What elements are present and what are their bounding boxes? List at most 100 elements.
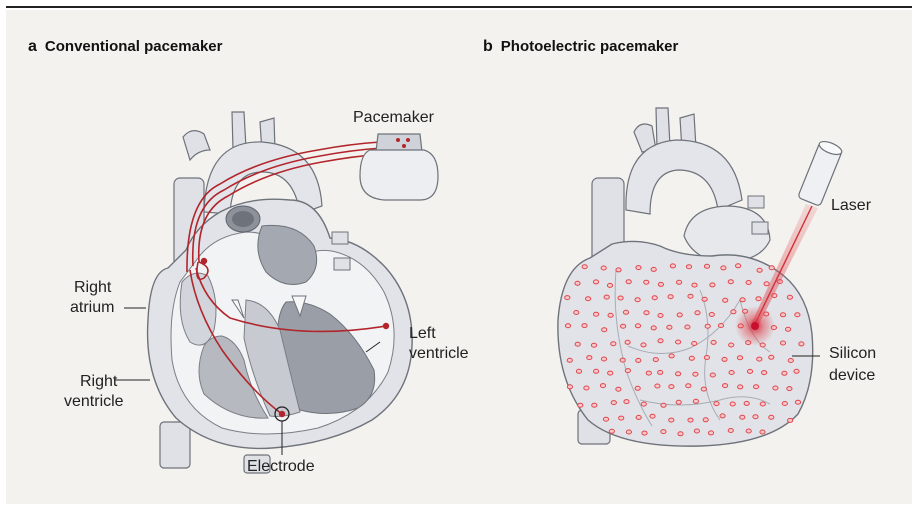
right-atrium-label-line1: Right xyxy=(74,279,112,296)
silicon-device-dot xyxy=(576,369,581,373)
silicon-device-dot xyxy=(636,266,641,270)
silicon-device-dot xyxy=(565,296,570,300)
silicon-device-dot xyxy=(616,268,621,272)
silicon-device-dot xyxy=(608,313,613,317)
silicon-device-dot xyxy=(704,264,709,268)
silicon-device-dot xyxy=(746,429,751,433)
silicon-device-dot xyxy=(616,387,621,391)
silicon-device-dot xyxy=(686,384,691,388)
silicon-device-dot xyxy=(704,356,709,360)
silicon-device-dot xyxy=(669,418,674,422)
silicon-device-dot xyxy=(754,385,759,389)
silicon-device-dot xyxy=(780,341,785,345)
silicon-device-dot xyxy=(795,313,800,317)
silicon-device-dot xyxy=(780,313,785,317)
silicon-device-dot xyxy=(786,327,791,331)
silicon-device-dot xyxy=(592,403,597,407)
silicon-device-dot xyxy=(693,399,698,403)
silicon-device-dot xyxy=(601,266,606,270)
silicon-device-dot xyxy=(621,324,626,328)
silicon-device-dot xyxy=(721,266,726,270)
silicon-device-dot xyxy=(669,385,674,389)
right-atrium-chamber xyxy=(180,273,216,345)
silicon-device-dot xyxy=(624,400,629,404)
silicon-device-dot xyxy=(651,326,656,330)
pacemaker-device xyxy=(360,134,438,200)
silicon-device-dot xyxy=(730,402,735,406)
silicon-device-label-line1: Silicon xyxy=(829,345,876,362)
silicon-device-dot xyxy=(609,429,614,433)
silicon-device-dot xyxy=(760,402,765,406)
silicon-device-dot xyxy=(736,264,741,268)
silicon-device-dot xyxy=(655,384,660,388)
silicon-device-dot xyxy=(594,369,599,373)
silicon-device-dot xyxy=(567,385,572,389)
laser-spot xyxy=(751,322,759,330)
silicon-device-dot xyxy=(635,386,640,390)
silicon-device-dot xyxy=(795,400,800,404)
silicon-device-dot xyxy=(644,311,649,315)
silicon-device-dot xyxy=(723,384,728,388)
silicon-device-dot xyxy=(746,281,751,285)
silicon-device-dot xyxy=(708,431,713,435)
silicon-device-dot xyxy=(769,266,774,270)
silicon-device-dot xyxy=(575,281,580,285)
silicon-device-dot xyxy=(753,415,758,419)
silicon-device-dot xyxy=(623,310,628,314)
silicon-device-dot xyxy=(635,298,640,302)
silicon-device-dot xyxy=(731,310,736,314)
silicon-device-dot xyxy=(651,267,656,271)
silicon-device-dot xyxy=(636,415,641,419)
silicon-device-dot xyxy=(729,371,734,375)
silicon-device-dot xyxy=(661,403,666,407)
silicon-device-dot xyxy=(728,280,733,284)
silicon-device-dot xyxy=(582,265,587,269)
electrode-label: Electrode xyxy=(247,458,315,475)
pacemaker-label: Pacemaker xyxy=(353,109,435,126)
silicon-device-dot xyxy=(625,369,630,373)
silicon-device-dot xyxy=(587,356,592,360)
right-atrium-label-line2: atrium xyxy=(70,299,114,316)
silicon-device-dot xyxy=(705,324,710,328)
silicon-device-dot xyxy=(688,294,693,298)
silicon-device-dot xyxy=(740,298,745,302)
silicon-device-dot xyxy=(565,324,570,328)
silicon-device-dot xyxy=(740,415,745,419)
silicon-device-dot xyxy=(686,265,691,269)
silicon-device-dot xyxy=(669,354,674,358)
silicon-device-dot xyxy=(693,372,698,376)
silicon-device-dot xyxy=(668,295,673,299)
right-ventricle-label-line2: ventricle xyxy=(64,393,124,410)
silicon-device-dot xyxy=(636,358,641,362)
silicon-device-dot xyxy=(650,414,655,418)
silicon-device-dot xyxy=(757,357,762,361)
silicon-device-dot xyxy=(756,297,761,301)
silicon-device-label-line2: device xyxy=(829,367,875,384)
silicon-device-dot xyxy=(644,280,649,284)
laser-label: Laser xyxy=(831,197,872,214)
silicon-device-dot xyxy=(626,280,631,284)
silicon-device-dot xyxy=(692,342,697,346)
silicon-device-dot xyxy=(701,387,706,391)
silicon-device-dot xyxy=(582,324,587,328)
silicon-device-dot xyxy=(782,402,787,406)
silicon-device-dot xyxy=(709,313,714,317)
silicon-device-dot xyxy=(676,372,681,376)
silicon-device-dot xyxy=(676,340,681,344)
silicon-device-dot xyxy=(658,339,663,343)
left-ventricle-label-line1: Left xyxy=(409,325,436,342)
silicon-device-dot xyxy=(604,295,609,299)
silicon-device-dot xyxy=(769,355,774,359)
silicon-device-dot xyxy=(787,295,792,299)
silicon-device-dot xyxy=(787,387,792,391)
silicon-device-dot xyxy=(625,340,630,344)
silicon-device-dot xyxy=(594,312,599,316)
silicon-device-dot xyxy=(710,283,715,287)
silicon-device-dot xyxy=(601,357,606,361)
silicon-device-dot xyxy=(710,373,715,377)
silicon-device-dot xyxy=(737,356,742,360)
silicon-device-dot xyxy=(773,386,778,390)
silicon-device-dot xyxy=(603,417,608,421)
